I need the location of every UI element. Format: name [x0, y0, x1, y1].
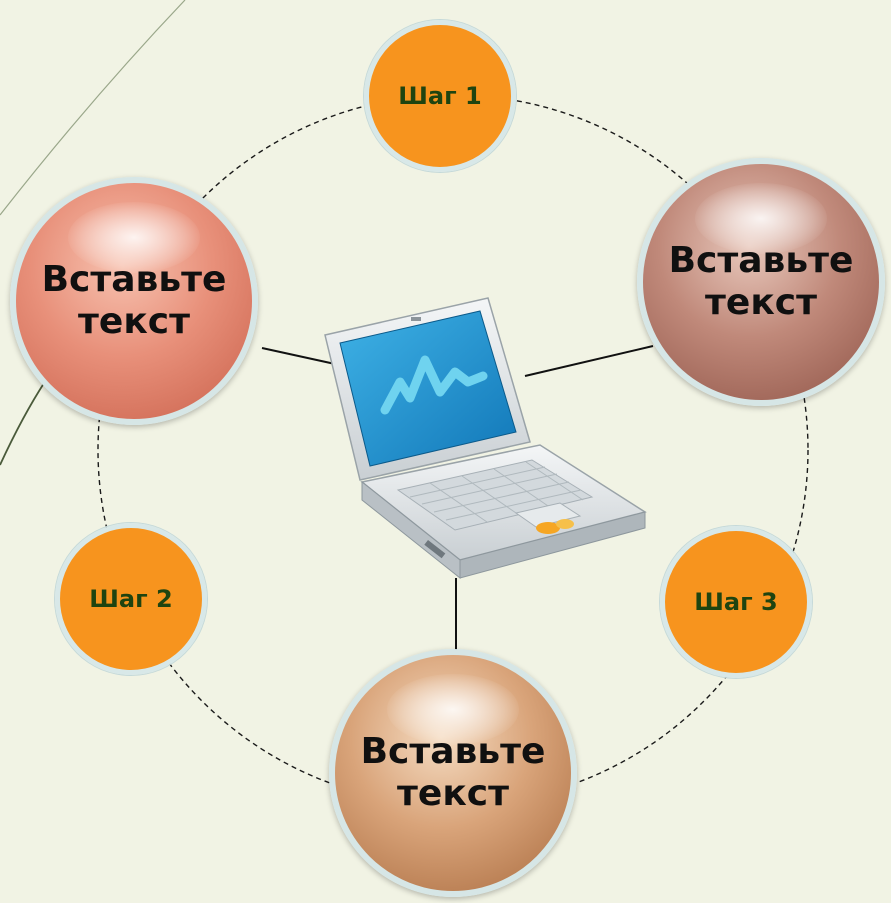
dashed-cycle-ring — [97, 94, 809, 806]
step-2-circle: Шаг 2 — [55, 523, 207, 675]
step-2-label: Шаг 2 — [89, 585, 173, 613]
text-bubble-left: Вставьте текст — [10, 177, 258, 425]
step-3-label: Шаг 3 — [694, 588, 778, 616]
decor-line-top — [0, 0, 186, 216]
text-bubble-bottom-line1: Вставьте — [360, 730, 546, 772]
text-bubble-bottom: Вставьте текст — [329, 649, 577, 897]
text-bubble-right-line1: Вставьте — [668, 239, 854, 281]
text-bubble-right: Вставьте текст — [637, 158, 885, 406]
text-bubble-right-line2: текст — [705, 282, 817, 323]
step-3-circle: Шаг 3 — [660, 526, 812, 678]
connector-right — [524, 345, 654, 377]
step-1-circle: Шаг 1 — [364, 20, 516, 172]
text-bubble-left-line1: Вставьте — [41, 258, 227, 300]
text-bubble-right-label: Вставьте текст — [669, 240, 854, 325]
text-bubble-left-label: Вставьте текст — [42, 259, 227, 344]
connector-left — [261, 347, 336, 365]
text-bubble-left-line2: текст — [78, 301, 190, 342]
step-1-label: Шаг 1 — [398, 82, 482, 110]
text-bubble-bottom-line2: текст — [397, 773, 509, 814]
text-bubble-bottom-label: Вставьте текст — [361, 731, 546, 816]
